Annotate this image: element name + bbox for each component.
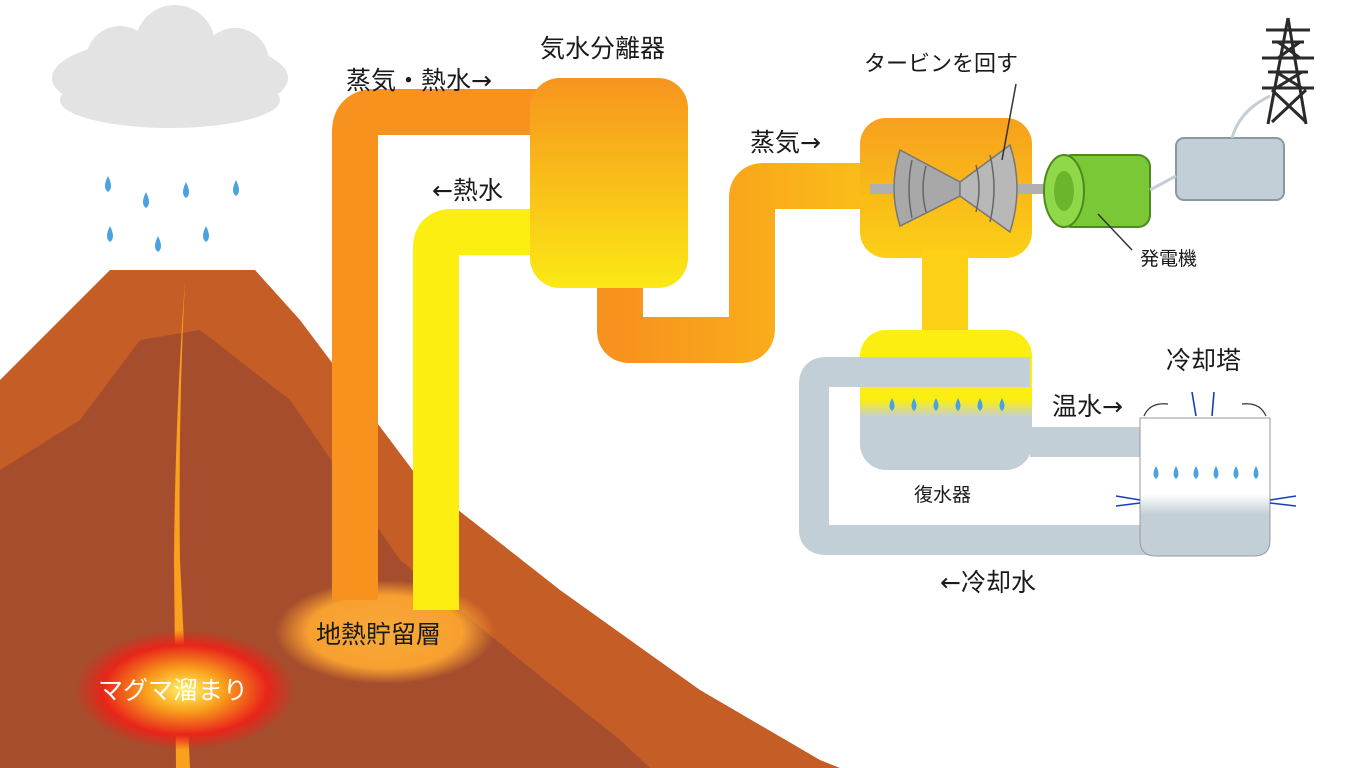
label-hot-water-return: ←熱水 — [432, 176, 503, 205]
cooling-tower — [1115, 391, 1297, 557]
steam-hot-water-pipe — [332, 89, 550, 600]
label-turbine: タービンを回す — [864, 52, 1019, 77]
label-cooling-water: ←冷却水 — [940, 568, 1036, 597]
turbine-leader — [1001, 83, 1017, 161]
separator — [530, 78, 688, 288]
cloud-icon — [52, 5, 288, 128]
transformer-box — [1149, 94, 1285, 201]
label-reservoir: 地熱貯留層 — [316, 620, 442, 649]
label-magma: マグマ溜まり — [98, 676, 249, 705]
label-condenser: 復水器 — [914, 484, 972, 506]
magma-chamber — [75, 630, 295, 750]
generator-icon — [1043, 154, 1151, 228]
hot-water-return-pipe — [413, 209, 560, 610]
label-generator: 発電機 — [1140, 248, 1198, 270]
label-steam-hot-water: 蒸気・熱水→ — [346, 66, 492, 95]
transmission-tower-icon — [1262, 17, 1314, 125]
raindrop-icon — [105, 176, 239, 252]
steam-pipe — [597, 150, 880, 363]
generator-leader — [1097, 213, 1133, 251]
label-warm-water: 温水→ — [1052, 392, 1123, 421]
label-steam: 蒸気→ — [750, 128, 821, 157]
label-cooling-tower: 冷却塔 — [1166, 346, 1242, 375]
turbine-icon — [870, 143, 1050, 234]
condenser — [860, 330, 1032, 470]
label-separator: 気水分離器 — [540, 34, 666, 63]
